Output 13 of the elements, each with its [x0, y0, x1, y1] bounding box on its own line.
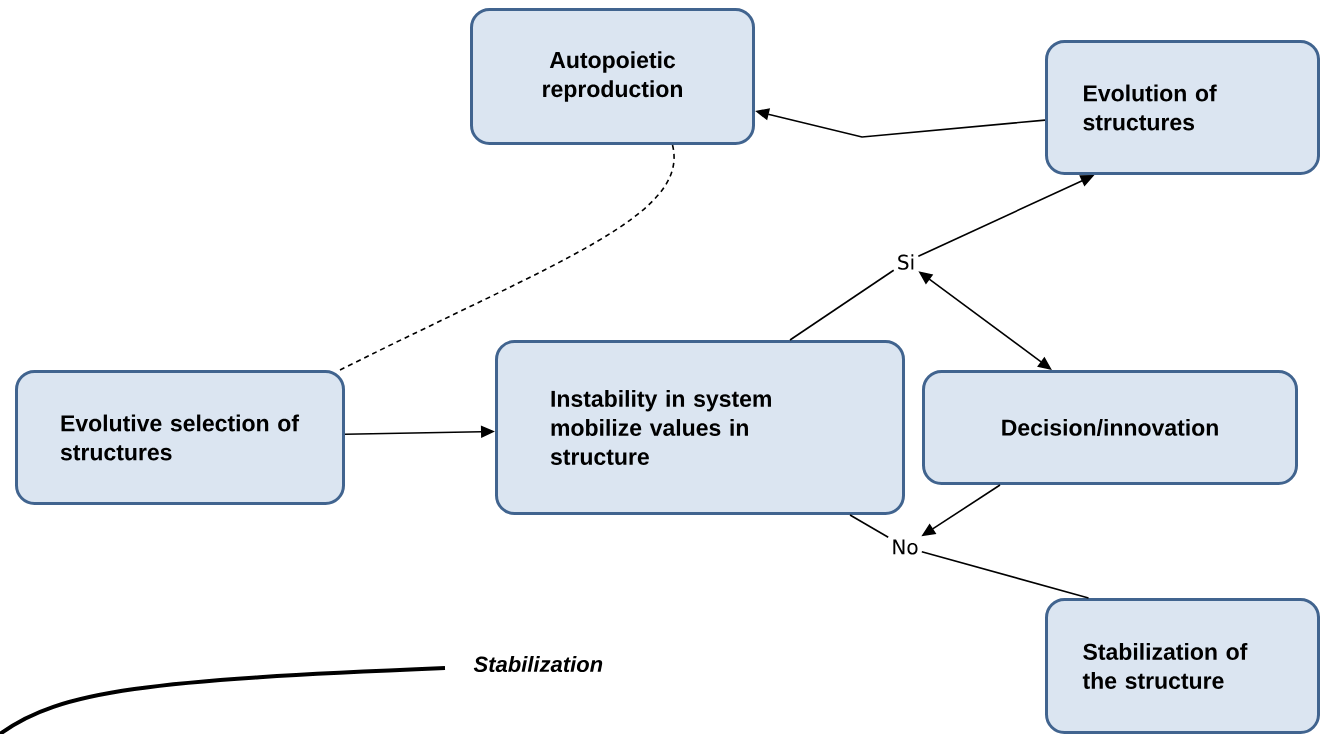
- dashed-line: [339, 144, 675, 371]
- branch-label: No: [893, 539, 918, 555]
- process-box: Decision/innovation: [922, 370, 1298, 485]
- connector-line: [921, 550, 1090, 599]
- process-box: Instability in system mobilize values in structure: [495, 340, 905, 515]
- process-box: Evolutive selection of structures: [15, 370, 345, 505]
- curve-label: Stabilization: [473, 655, 603, 673]
- connector-line: [789, 269, 895, 341]
- branch-label: Si: [898, 254, 914, 270]
- process-box: Autopoietic reproduction: [470, 8, 755, 145]
- process-box: Evolution of structures: [1045, 40, 1320, 175]
- process-box: Stabilization of the structure: [1045, 598, 1320, 734]
- connector-line: [849, 514, 889, 539]
